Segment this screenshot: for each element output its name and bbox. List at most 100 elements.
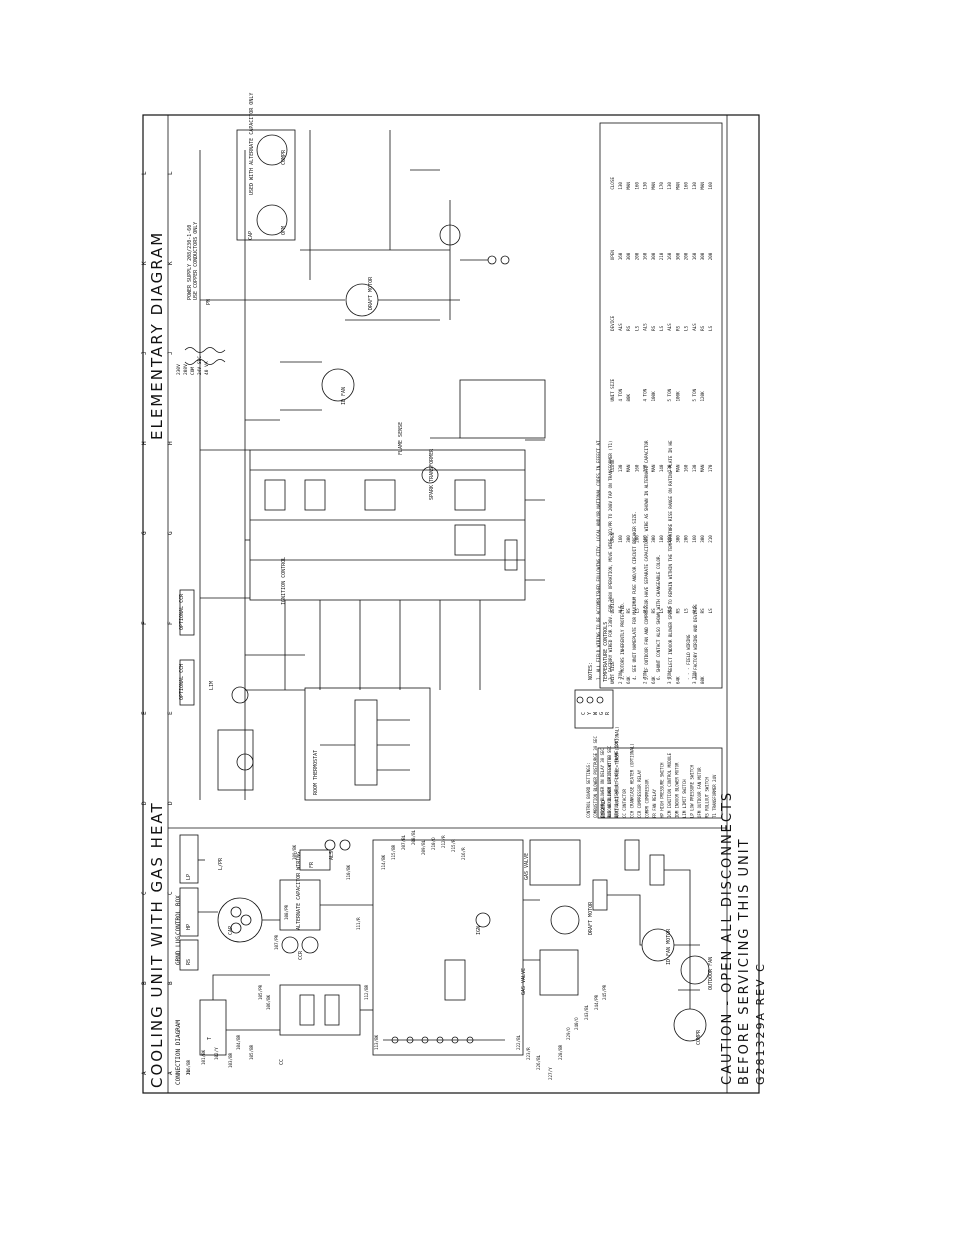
legend-item: LP LOW PRESSURE SWITCH xyxy=(690,764,695,818)
wire-label: 112/BR xyxy=(364,984,369,1000)
temperature-table-cell: 160 xyxy=(643,252,648,260)
lp-label: LP xyxy=(186,874,192,880)
temperature-table-cell: RS xyxy=(626,325,631,331)
grid-letter-top: L xyxy=(141,171,148,175)
temperature-table-cell: LS xyxy=(708,325,713,331)
temperature-table-cell: 5 TON xyxy=(667,388,672,401)
grid-letter-top: C xyxy=(141,891,148,895)
temperature-table-cell: 160 xyxy=(708,182,713,190)
gas-valve-e xyxy=(459,379,546,439)
temperature-table-cell: 130 xyxy=(667,182,672,190)
temperature-table-cell: 170 xyxy=(708,464,713,472)
grid-letter-top: D xyxy=(141,801,148,805)
power-supply-label: POWER SUPPLY 208/230-1-60 xyxy=(187,225,193,300)
cap-e-label: CAP xyxy=(248,231,254,240)
grid-letter-top: J xyxy=(141,351,148,355)
gas-valve-label: GAS VALVE xyxy=(521,968,527,995)
wire-label: 223/R xyxy=(526,1047,531,1060)
temperature-table-cell: 160 xyxy=(634,182,639,190)
wire-label: 222/BL xyxy=(516,1034,521,1050)
temperature-table-cell: MAN xyxy=(675,182,680,190)
temperature-table-cell: 80K xyxy=(626,393,631,401)
hp-label: HP xyxy=(186,924,192,930)
temperature-table-cell: MAN xyxy=(651,464,656,472)
temperature-table-cell: LS xyxy=(659,325,664,331)
wire-label: 207/BL xyxy=(401,834,406,850)
grid-letter-side: C xyxy=(167,891,174,895)
legend-item: ANTI ANTI SHORT CYCLE TIMER (OPTIONAL) xyxy=(615,726,620,818)
voltage-label: 24V SEC xyxy=(197,356,203,375)
wire-label: 113/BK xyxy=(374,1034,379,1050)
temperature-table-cell: 300 xyxy=(626,252,631,260)
temperature-table-cell: LS xyxy=(659,608,664,614)
grid-letter-side: J xyxy=(167,351,174,355)
temperature-table-cell: LS xyxy=(684,325,689,331)
legend-item: ICM IGNITION CONTROL MODULE xyxy=(667,752,672,818)
temperature-table-cell: 300 xyxy=(651,252,656,260)
temperature-table-heading: DEVICE xyxy=(610,315,615,331)
temperature-table-cell: 130 xyxy=(643,182,648,190)
compressor-e-label: COMPR xyxy=(281,149,287,165)
temperature-table-header: TEMPERATURE CONTROLS xyxy=(603,622,609,682)
temperature-table-cell: 140 xyxy=(659,464,664,472)
temperature-table-cell: 160 xyxy=(634,464,639,472)
temperature-table-cell: 210 xyxy=(708,535,713,543)
grid-letter-top: H xyxy=(141,441,148,445)
temperature-table-heading: OPEN xyxy=(610,532,615,543)
wire-label: 105/PR xyxy=(258,984,263,1000)
ignition-board xyxy=(372,839,524,1056)
voltage-label: 230V xyxy=(176,364,182,375)
legend-item: ALS AUXILIARY LIMIT SWITCH xyxy=(607,755,612,818)
t-label: T xyxy=(207,1037,213,1040)
temperature-table-cell: 4 TON xyxy=(618,388,623,401)
wire-label: 109/BK xyxy=(292,844,297,860)
outdoor-fan-label: OUTDOOR FAN xyxy=(708,957,714,990)
temperature-table-cell: 200 xyxy=(634,252,639,260)
temperature-table-cell: 210 xyxy=(659,252,664,260)
grid-letter-side: H xyxy=(167,441,174,445)
temperature-table-cell: 64K xyxy=(626,676,631,684)
wire-label: 245/PR xyxy=(602,984,607,1000)
legend-item: T1 TRANSFORMER 24V xyxy=(712,774,717,818)
temperature-table-cell: 130 xyxy=(667,464,672,472)
id-fan-motor-e xyxy=(321,368,355,402)
temperature-table-heading: UNIT SIZE xyxy=(610,378,615,401)
legend-item: COMPR COMPRESSOR xyxy=(645,779,650,818)
wire-label: T1 xyxy=(186,1069,191,1075)
wire-label: 114/BK xyxy=(381,854,386,870)
contactor-box xyxy=(279,984,361,1036)
wire-label: 240/O xyxy=(574,1017,579,1030)
temperature-table-cell: MAN xyxy=(700,464,705,472)
temperature-table-cell: MAN xyxy=(626,182,631,190)
temperature-table-cell: 130 xyxy=(618,182,623,190)
grid-letter-top: B xyxy=(141,981,148,985)
temperature-table-cell: ALS xyxy=(618,323,623,331)
note-line: 3. MOTORS INHERENTLY PROTECTED. xyxy=(620,602,625,680)
voltage-label: 40 VA xyxy=(204,361,210,375)
temperature-table-frame xyxy=(599,122,723,689)
wire-label: 229/O xyxy=(566,1027,571,1040)
switch-label: W xyxy=(593,711,599,715)
temperature-table-cell: MAN xyxy=(700,182,705,190)
capacitor-circle xyxy=(217,897,263,943)
wire-label: 212/R xyxy=(441,835,446,848)
temperature-table-cell: 300 xyxy=(700,252,705,260)
temperature-table-cell: 200 xyxy=(684,252,689,260)
control-setting-line: COMBUSTION BLOWER POSTPURGE 30 SEC xyxy=(593,736,598,818)
temperature-table-cell: 120K xyxy=(700,391,705,402)
legend-item: CCR COMPRESSOR RELAY xyxy=(637,769,642,818)
outer-frame xyxy=(142,114,760,1094)
temperature-table-cell: 3 TON xyxy=(692,671,697,684)
wire-label: 243/BL xyxy=(584,1004,589,1020)
grid-letter-side: D xyxy=(167,801,174,805)
gas-valve-label-2: GAS VALVE xyxy=(524,853,530,880)
temperature-table-cell: 64K xyxy=(675,676,680,684)
legend-item: RS ROLLOUT SWITCH xyxy=(705,776,710,818)
elementary-diagram xyxy=(179,129,723,819)
field-wiring-legend: - - - FIELD WIRING xyxy=(686,634,691,680)
gas-valve-box xyxy=(529,839,581,886)
temperature-table-cell: RS xyxy=(700,325,705,331)
wire-label: 208/BL xyxy=(411,829,416,845)
